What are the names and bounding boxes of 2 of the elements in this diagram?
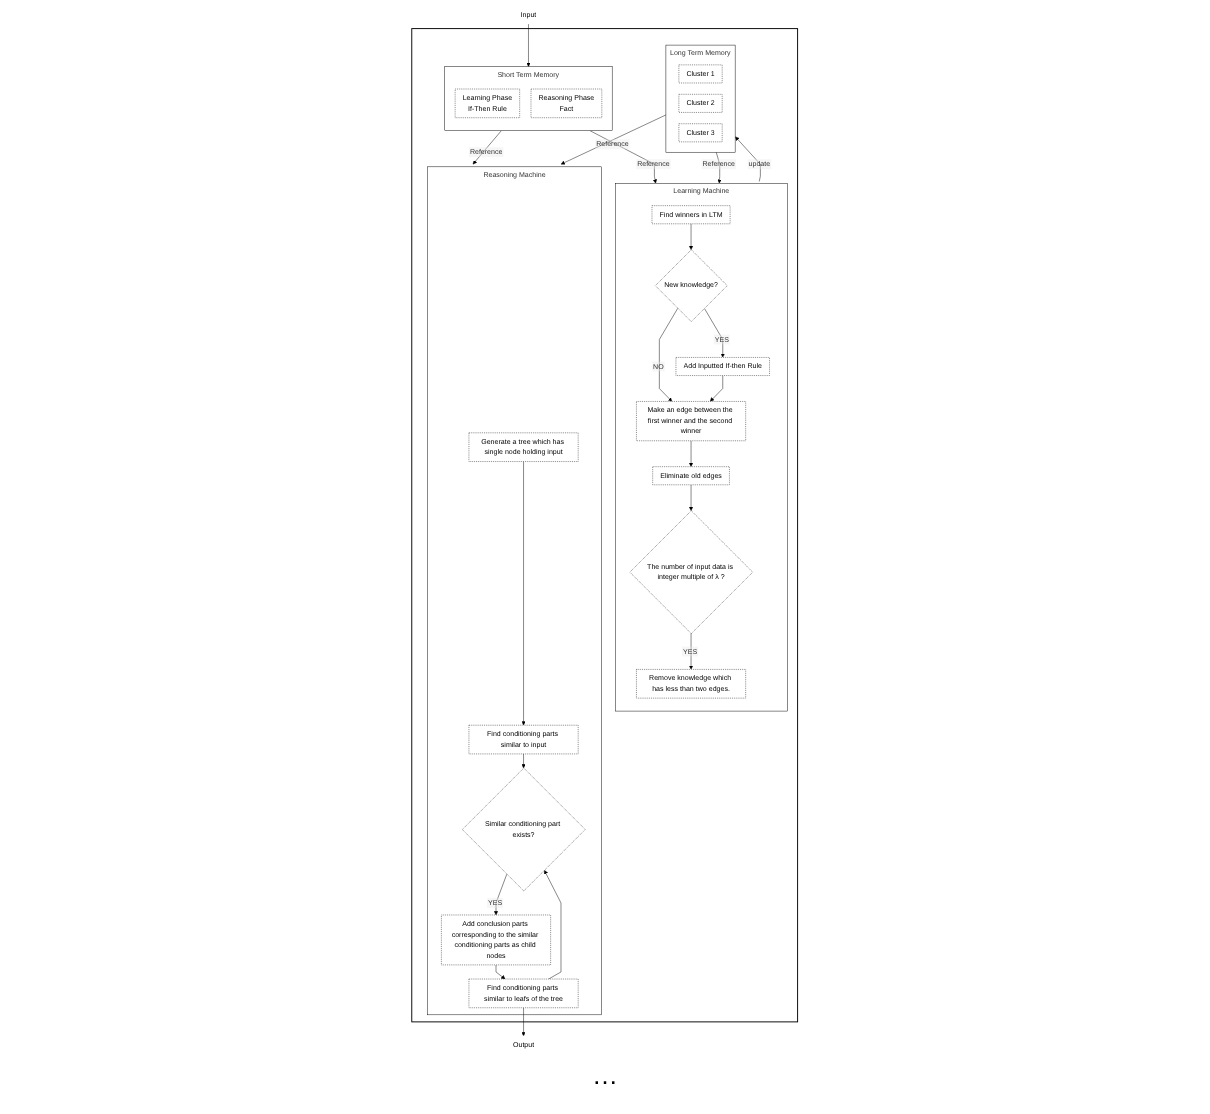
- ellipsis-label: …: [592, 1060, 618, 1090]
- cluster: [411, 28, 799, 1023]
